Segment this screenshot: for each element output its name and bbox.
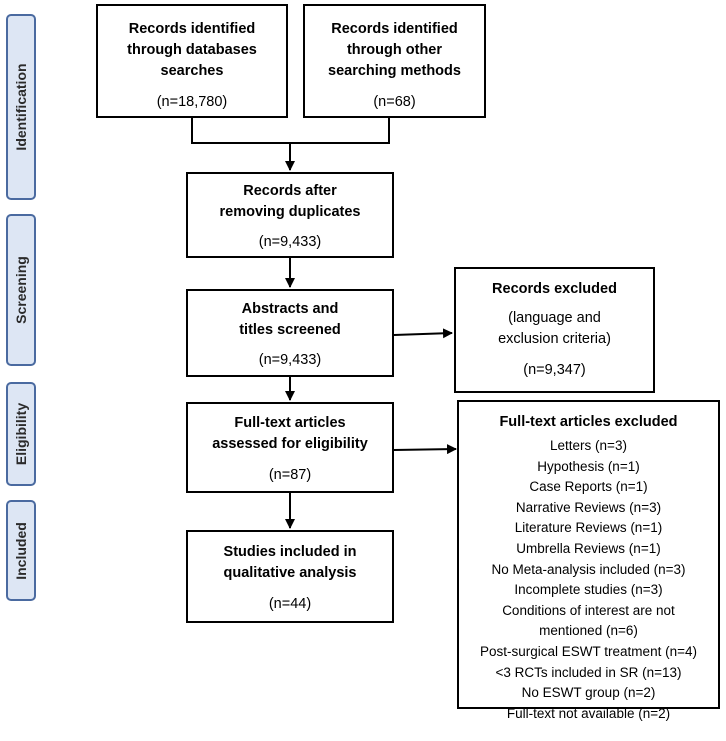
exclusion-reason: Full-text not available (n=2) <box>506 705 671 721</box>
exclusion-reason: <3 RCTs included in SR (n=13) <box>495 664 682 680</box>
fulltext-assessed-title-2: assessed for eligibility <box>212 436 368 452</box>
screened-title-2: titles screened <box>239 322 341 338</box>
fulltext-assessed-box: Full-text articles assessed for eligibil… <box>186 402 394 493</box>
exclusion-reason: Hypothesis (n=1) <box>537 458 640 474</box>
screened-box: Abstracts and titles screened (n=9,433) <box>186 289 394 377</box>
db-records-count: (n=18,780) <box>156 94 228 110</box>
fulltext-excluded-list: Letters (n=3) Hypothesis (n=1) Case Repo… <box>459 436 718 724</box>
exclusion-reason: Literature Reviews (n=1) <box>514 520 663 536</box>
db-records-box: Records identified through databases sea… <box>96 4 288 118</box>
other-records-title-2: through other <box>346 42 443 58</box>
exclusion-reason: Conditions of interest are not <box>502 602 675 618</box>
exclusion-reason: Umbrella Reviews (n=1) <box>516 540 661 556</box>
exclusion-reason: No ESWT group (n=2) <box>521 685 656 701</box>
fulltext-assessed-count: (n=87) <box>268 467 312 483</box>
exclusion-reason: Incomplete studies (n=3) <box>514 582 663 598</box>
included-count: (n=44) <box>268 596 312 612</box>
after-duplicates-title-2: removing duplicates <box>219 204 361 220</box>
included-title-1: Studies included in <box>223 544 357 560</box>
exclusion-reason: Post-surgical ESWT treatment (n=4) <box>480 643 697 659</box>
excluded-records-sub-1: (language and <box>508 310 601 326</box>
other-records-count: (n=68) <box>373 94 416 110</box>
after-duplicates-box: Records after removing duplicates (n=9,4… <box>186 172 394 258</box>
fulltext-assessed-title-1: Full-text articles <box>234 415 346 431</box>
fulltext-excluded-title: Full-text articles excluded <box>499 414 678 430</box>
excluded-records-box: Records excluded (language and exclusion… <box>454 267 655 393</box>
included-title-2: qualitative analysis <box>223 565 357 581</box>
excluded-records-title: Records excluded <box>492 281 617 297</box>
exclusion-reason: No Meta-analysis included (n=3) <box>491 561 686 577</box>
excluded-records-sub-2: exclusion criteria) <box>498 331 611 347</box>
after-duplicates-title-1: Records after <box>243 183 337 199</box>
included-box: Studies included in qualitative analysis… <box>186 530 394 623</box>
db-records-title-1: Records identified <box>128 21 256 37</box>
after-duplicates-count: (n=9,433) <box>258 234 322 250</box>
db-records-title-2: through databases <box>127 42 257 58</box>
other-records-box: Records identified through other searchi… <box>303 4 486 118</box>
other-records-title-1: Records identified <box>331 21 458 37</box>
exclusion-reason: Case Reports (n=1) <box>529 479 648 495</box>
arrow-to-excluded-records <box>393 328 453 339</box>
excluded-records-count: (n=9,347) <box>523 362 586 378</box>
screened-title-1: Abstracts and <box>241 301 339 317</box>
exclusion-reason: mentioned (n=6) <box>539 623 638 639</box>
exclusion-reason: Narrative Reviews (n=3) <box>515 499 662 515</box>
fulltext-excluded-box: Full-text articles excluded Letters (n=3… <box>457 400 720 721</box>
other-records-title-3: searching methods <box>328 63 461 79</box>
screened-count: (n=9,433) <box>258 352 322 368</box>
exclusion-reason: Letters (n=3) <box>550 438 627 453</box>
db-records-title-3: searches <box>160 63 224 79</box>
arrow-to-fulltext-excluded <box>393 444 457 455</box>
